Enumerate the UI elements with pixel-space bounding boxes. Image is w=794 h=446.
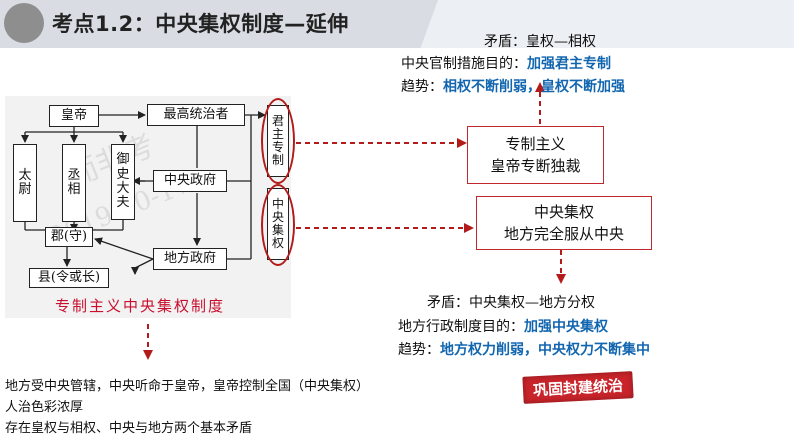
- autocracy-title: 专制主义: [505, 134, 566, 153]
- central-trend: 趋势：相权不断削弱，皇权不断加强: [401, 76, 625, 96]
- local-government-box: 地方政府: [153, 248, 227, 270]
- contradiction-emperor-chancellor: 矛盾：皇权—相权: [484, 34, 596, 50]
- taiwei-box: 太尉: [13, 144, 37, 222]
- diagram-caption: 专制主义中央集权制度: [55, 297, 226, 315]
- local-trend-emphasis: 地方权力削弱，中央权力不断集中: [440, 342, 650, 358]
- local-trend-label: 趋势：: [398, 342, 440, 358]
- central-government-box: 中央政府: [153, 170, 227, 192]
- centralization-box: 中央集权 地方完全服从中央: [476, 196, 652, 250]
- contradiction-central-local: 矛盾：中央集权—地方分权: [427, 295, 595, 311]
- note-line-3: 存在皇权与相权、中央与地方两个基本矛盾: [5, 421, 253, 436]
- supreme-ruler-box: 最高统治者: [147, 104, 245, 126]
- header-title-background: [0, 0, 438, 48]
- commandery-box: 郡(守): [45, 227, 93, 247]
- local-admin-purpose: 地方行政制度目的：加强中央集权: [398, 316, 608, 336]
- trend-emphasis: 相权不断削弱，皇权不断加强: [443, 79, 625, 95]
- purpose-emphasis: 加强君主专制: [527, 56, 611, 72]
- system-diagram: 而非考 2019-10-17: [5, 96, 295, 318]
- emperor-box: 皇帝: [49, 105, 99, 127]
- autocracy-box: 专制主义 皇帝专断独裁: [467, 126, 604, 184]
- yushidafu-box: 御史大夫: [111, 144, 135, 220]
- header-bar: 考点1.2：中央集权制度—延伸: [0, 0, 794, 48]
- trend-label: 趋势：: [401, 79, 443, 95]
- centralization-description: 地方完全服从中央: [503, 225, 624, 243]
- page-title: 考点1.2：中央集权制度—延伸: [52, 12, 349, 36]
- consolidate-feudal-rule-stamp: 巩固封建统治: [522, 371, 634, 404]
- centralization-title: 中央集权: [533, 202, 594, 221]
- local-purpose-label: 地方行政制度目的：: [398, 319, 524, 335]
- purpose-label: 中央官制措施目的：: [401, 56, 527, 72]
- centralization-highlight-ellipse: [261, 184, 295, 266]
- autocracy-description: 皇帝专断独裁: [490, 157, 581, 175]
- county-box: 县(令或长): [29, 268, 109, 288]
- note-line-2: 人治色彩浓厚: [5, 400, 84, 415]
- chengxiang-box: 丞相: [62, 144, 86, 222]
- header-circle-icon: [4, 3, 44, 43]
- diagram-connectors: [21, 111, 266, 275]
- local-purpose-emphasis: 加强中央集权: [524, 319, 608, 335]
- central-official-purpose: 中央官制措施目的：加强君主专制: [401, 53, 611, 73]
- local-trend: 趋势：地方权力削弱，中央权力不断集中: [398, 339, 650, 359]
- autocracy-highlight-ellipse: [261, 98, 295, 184]
- note-line-1: 地方受中央管辖，中央听命于皇帝，皇帝控制全国（中央集权）: [5, 379, 370, 394]
